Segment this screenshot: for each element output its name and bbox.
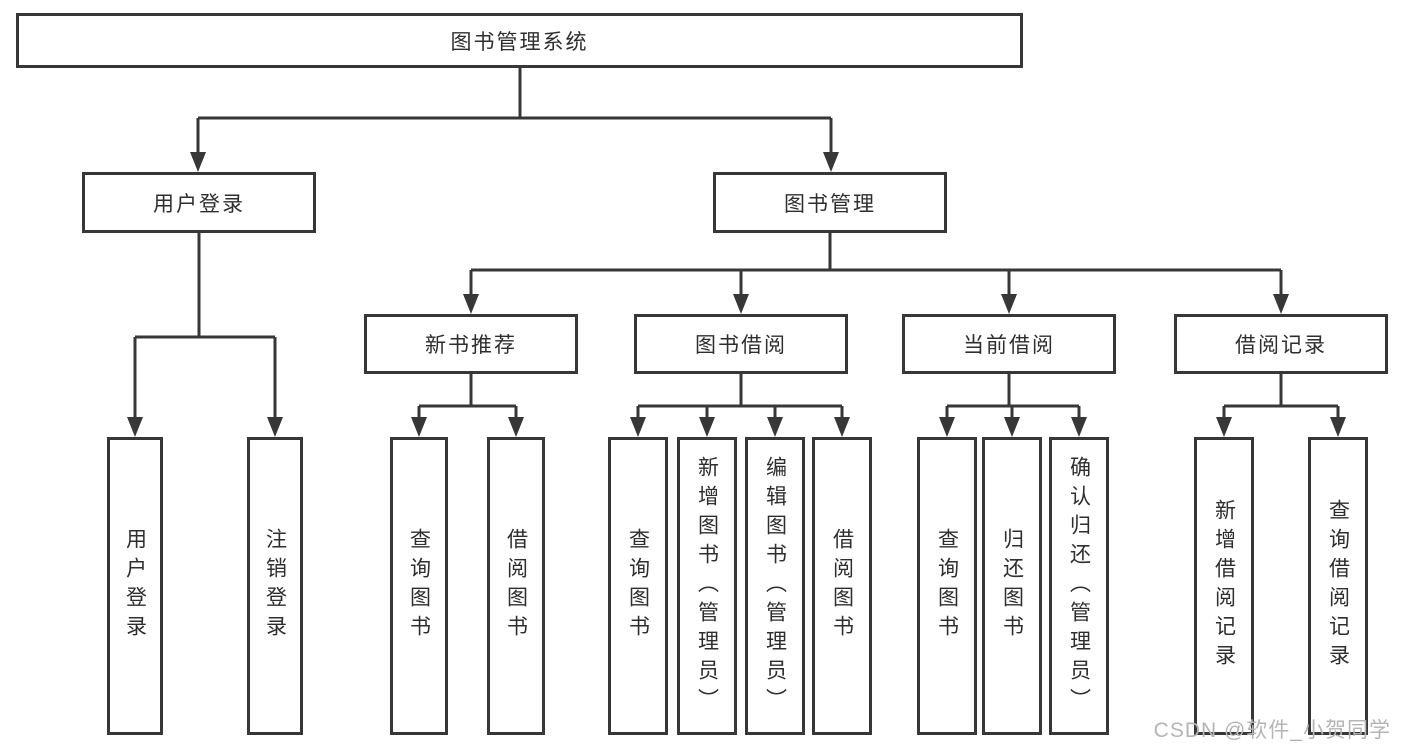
leaf-query-book-recommend-label: 查询图书 bbox=[407, 528, 431, 644]
node-book-management: 图书管理 bbox=[713, 172, 947, 233]
leaf-return-book: 归还图书 bbox=[982, 437, 1042, 735]
leaf-logout: 注销登录 bbox=[247, 437, 303, 735]
leaf-borrow-book-label: 借阅图书 bbox=[830, 528, 854, 644]
leaf-logout-label: 注销登录 bbox=[263, 528, 287, 644]
leaf-query-book-recommend: 查询图书 bbox=[390, 437, 448, 735]
node-user-login-label: 用户登录 bbox=[153, 192, 245, 216]
leaf-borrow-book-recommend: 借阅图书 bbox=[487, 437, 545, 735]
leaf-user-login: 用户登录 bbox=[107, 437, 163, 735]
leaf-query-book-borrow-label: 查询图书 bbox=[626, 528, 650, 644]
csdn-watermark: CSDN @软件_小贺同学 bbox=[1153, 719, 1391, 742]
node-book-management-label: 图书管理 bbox=[784, 192, 876, 216]
node-user-login: 用户登录 bbox=[82, 172, 316, 233]
leaf-query-book-current: 查询图书 bbox=[917, 437, 977, 735]
leaf-add-book-admin-label: 新增图书（管理员） bbox=[695, 455, 719, 717]
leaf-query-book-current-label: 查询图书 bbox=[935, 528, 959, 644]
root-node-label: 图书管理系统 bbox=[450, 30, 589, 54]
leaf-query-borrow-record-label: 查询借阅记录 bbox=[1326, 499, 1350, 673]
node-borrowing-records: 借阅记录 bbox=[1174, 314, 1388, 374]
leaf-add-borrow-record-label: 新增借阅记录 bbox=[1212, 499, 1236, 673]
node-book-borrowing: 图书借阅 bbox=[634, 314, 848, 374]
leaf-add-borrow-record: 新增借阅记录 bbox=[1194, 437, 1254, 735]
leaf-borrow-book: 借阅图书 bbox=[812, 437, 872, 735]
leaf-edit-book-admin: 编辑图书（管理员） bbox=[745, 437, 805, 735]
leaf-user-login-label: 用户登录 bbox=[123, 528, 147, 644]
leaf-query-book-borrow: 查询图书 bbox=[608, 437, 668, 735]
leaf-confirm-return-admin: 确认归还（管理员） bbox=[1049, 437, 1109, 735]
node-new-book-recommendation-label: 新书推荐 bbox=[425, 334, 517, 357]
node-current-borrowing: 当前借阅 bbox=[902, 314, 1116, 374]
leaf-edit-book-admin-label: 编辑图书（管理员） bbox=[763, 455, 787, 717]
leaf-borrow-book-recommend-label: 借阅图书 bbox=[504, 528, 528, 644]
leaf-query-borrow-record: 查询借阅记录 bbox=[1308, 437, 1368, 735]
node-borrowing-records-label: 借阅记录 bbox=[1235, 334, 1327, 357]
leaf-return-book-label: 归还图书 bbox=[1000, 528, 1024, 644]
root-node-library-system: 图书管理系统 bbox=[16, 13, 1023, 68]
leaf-confirm-return-admin-label: 确认归还（管理员） bbox=[1067, 455, 1091, 717]
node-current-borrowing-label: 当前借阅 bbox=[963, 334, 1055, 357]
node-new-book-recommendation: 新书推荐 bbox=[364, 314, 578, 374]
node-book-borrowing-label: 图书借阅 bbox=[695, 334, 787, 357]
leaf-add-book-admin: 新增图书（管理员） bbox=[677, 437, 737, 735]
